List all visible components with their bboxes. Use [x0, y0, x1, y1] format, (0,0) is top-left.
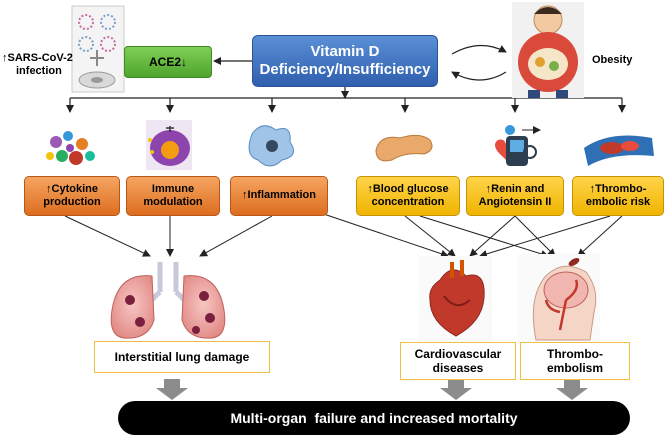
blood-glucose-box: ↑Blood glucose concentration	[356, 176, 460, 216]
mediator-line1: ↑Blood glucose	[367, 182, 449, 195]
mediator-line2: embolic risk	[585, 196, 651, 208]
outcome-cardio-line2: diseases	[432, 361, 484, 375]
vitamin-d-line1: Vitamin D	[310, 43, 380, 60]
outcome-thrombo-line1: Thrombo-	[547, 346, 603, 361]
mediator-line1: ↑Thrombo-	[589, 182, 647, 195]
mediator-line1: ↑Cytokine	[46, 182, 98, 195]
mediator-line1: Immune	[151, 182, 195, 195]
immune-cell-icon	[146, 120, 192, 170]
outcome-cardio-line1: Cardiovascular	[414, 346, 502, 361]
pancreas-icon	[375, 134, 433, 162]
virus-ace2-cell-icon	[71, 5, 125, 93]
immune-modulation-box: Immune modulation	[126, 176, 220, 216]
macrophage-icon	[248, 125, 295, 167]
lungs-icon	[110, 262, 226, 339]
mediator-line1: ↑Renin and	[485, 182, 545, 195]
thromboembolism-box: Thrombo- embolism	[520, 342, 630, 380]
final-arrows	[156, 379, 588, 400]
outcome-lung-label: Interstitial lung damage	[114, 349, 250, 364]
sars-line2: infection	[16, 65, 62, 78]
mediator-line2: modulation	[143, 196, 203, 208]
cytokine-production-box: ↑Cytokine production	[24, 176, 120, 216]
vitamin-d-deficiency-box: Vitamin D Deficiency/Insufficiency	[252, 35, 438, 87]
inflammation-box: ↑Inflammation	[230, 176, 328, 216]
outcome-thrombo-line2: embolism	[546, 361, 603, 375]
obese-man-icon	[512, 2, 584, 98]
sars-cov-2-label: ↑SARS-CoV-2 infection	[2, 52, 78, 78]
renin-angiotensin-box: ↑Renin and Angiotensin II	[466, 176, 564, 216]
mediator-line2: Angiotensin II	[478, 196, 552, 208]
mediator-line2: production	[43, 196, 101, 208]
cardiovascular-diseases-box: Cardiovascular diseases	[400, 342, 516, 380]
mediator-line1: ↑Inflammation	[242, 189, 316, 202]
mediator-line2: concentration	[371, 196, 445, 208]
final-label: Multi-organ failure and increased mortal…	[230, 409, 518, 426]
ace2-box: ACE2↓	[124, 46, 212, 78]
obesity-label: Obesity	[592, 54, 633, 66]
outcome-connectors	[64, 205, 623, 258]
thromboembolic-risk-box: ↑Thrombo- embolic risk	[572, 176, 664, 216]
multi-organ-failure-bar: Multi-organ failure and increased mortal…	[118, 401, 630, 435]
blood-vessel-clot-icon	[584, 135, 654, 166]
heart-icon	[418, 256, 492, 344]
cytokine-molecules-icon	[46, 131, 95, 165]
kidney-heart-icon	[495, 125, 541, 166]
vitamin-d-line2: Deficiency/Insufficiency	[259, 61, 431, 78]
ace2-label: ACE2↓	[148, 54, 187, 69]
interstitial-lung-damage-box: Interstitial lung damage	[94, 341, 270, 373]
sars-line1: ↑SARS-CoV-2	[2, 52, 73, 64]
brain-head-icon	[518, 254, 600, 344]
